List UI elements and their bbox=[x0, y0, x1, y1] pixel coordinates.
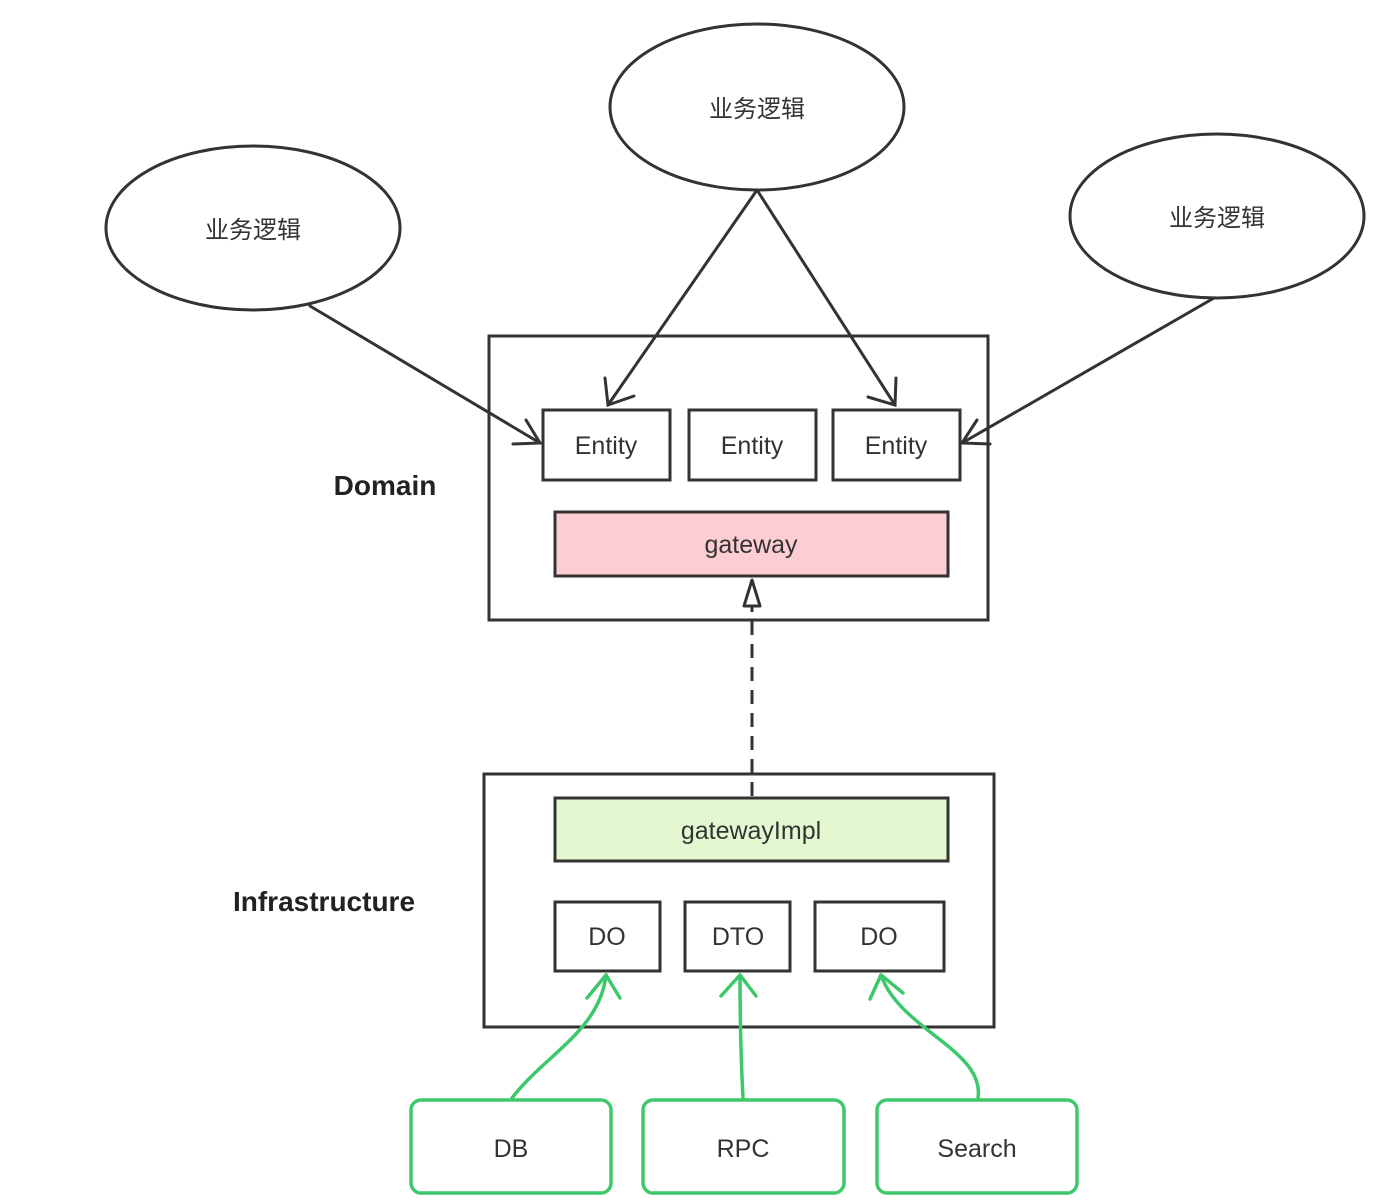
entity-label: Entity bbox=[721, 432, 784, 460]
source-box-rpc: RPC bbox=[641, 1098, 846, 1195]
arrow-rpc-to-dto bbox=[738, 973, 745, 1100]
source-label: Search bbox=[937, 1135, 1016, 1163]
arrow-db-to-do bbox=[510, 973, 608, 1100]
business-node-label: 业务逻辑 bbox=[709, 95, 805, 123]
business-node-left: 业务逻辑 bbox=[104, 144, 402, 312]
entity-label: Entity bbox=[575, 432, 638, 460]
business-node-label: 业务逻辑 bbox=[205, 216, 301, 244]
gateway-impl-box: gatewayImpl bbox=[553, 796, 950, 863]
object-label: DO bbox=[588, 923, 626, 951]
arrowhead bbox=[868, 973, 905, 1001]
business-node-label: 业务逻辑 bbox=[1169, 204, 1265, 232]
business-node-right: 业务逻辑 bbox=[1068, 132, 1366, 300]
arrow-top-to-entity1 bbox=[606, 188, 759, 407]
hollow-arrowhead bbox=[742, 578, 762, 608]
object-box-dto: DTO bbox=[683, 900, 792, 973]
arrow-top-to-entity3 bbox=[755, 188, 897, 407]
entity-box-1: Entity bbox=[541, 408, 672, 482]
arrowhead bbox=[866, 376, 898, 407]
domain-container bbox=[487, 334, 990, 622]
arrow-search-to-do bbox=[879, 973, 980, 1100]
infrastructure-label: Infrastructure bbox=[233, 886, 415, 917]
arrowhead bbox=[959, 418, 992, 446]
business-arrows bbox=[308, 188, 1216, 446]
business-node-top: 业务逻辑 bbox=[608, 22, 906, 192]
source-label: DB bbox=[494, 1135, 529, 1163]
arrow-left-to-entity1 bbox=[308, 304, 542, 445]
arrowhead bbox=[585, 973, 622, 1000]
gateway-box: gateway bbox=[553, 510, 950, 578]
arrowhead bbox=[511, 418, 543, 446]
entity-box-2: Entity bbox=[687, 408, 818, 482]
source-label: RPC bbox=[717, 1135, 770, 1163]
object-box-do-2: DO bbox=[813, 900, 946, 973]
source-box-search: Search bbox=[875, 1098, 1079, 1195]
source-box-db: DB bbox=[409, 1098, 613, 1195]
domain-label: Domain bbox=[334, 470, 437, 501]
implements-arrow bbox=[742, 578, 762, 796]
entity-label: Entity bbox=[865, 432, 928, 460]
object-box-do-1: DO bbox=[553, 900, 662, 973]
entity-box-3: Entity bbox=[831, 408, 962, 482]
source-arrows bbox=[510, 973, 980, 1100]
arrowhead bbox=[719, 973, 758, 998]
arrow-right-to-entity3 bbox=[960, 296, 1216, 445]
object-label: DTO bbox=[712, 923, 764, 951]
gateway-label: gateway bbox=[704, 531, 798, 559]
arrowhead bbox=[603, 376, 636, 408]
gateway-impl-label: gatewayImpl bbox=[681, 817, 821, 845]
object-label: DO bbox=[860, 923, 898, 951]
